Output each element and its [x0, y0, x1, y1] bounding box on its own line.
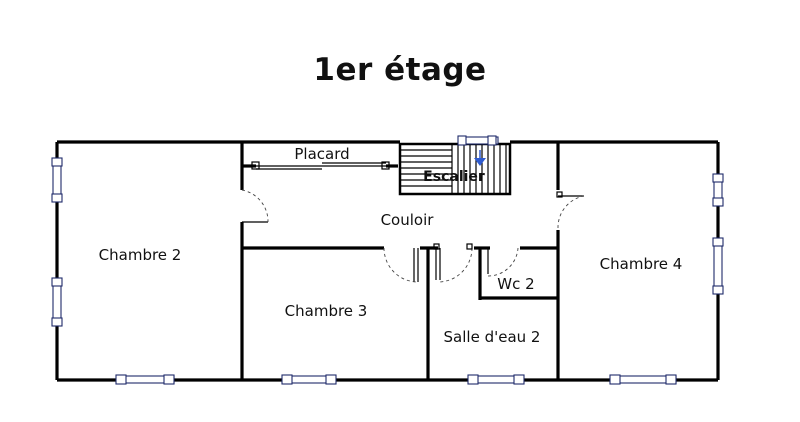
window-chambre3-bottom — [281, 374, 337, 385]
door-chambre4 — [556, 191, 585, 229]
room-label-chambre2: Chambre 2 — [99, 246, 182, 264]
room-label-salle-eau2: Salle d'eau 2 — [444, 328, 541, 346]
interior-walls — [240, 142, 560, 380]
door-wc — [466, 243, 519, 277]
door-salle-eau — [433, 243, 473, 283]
door-chambre2 — [241, 189, 269, 223]
window-chambre2-bottom — [115, 374, 175, 385]
window-chambre4-right-upper — [712, 173, 724, 207]
stair-arrow-icon — [474, 158, 486, 166]
room-label-couloir: Couloir — [381, 211, 435, 229]
window-salle-eau-bottom — [467, 374, 525, 385]
window-chambre4-right-lower — [712, 237, 724, 295]
floor-title: 1er étage — [313, 52, 487, 88]
room-label-wc2: Wc 2 — [497, 275, 534, 293]
placard-sliding-door — [251, 161, 390, 170]
room-label-chambre3: Chambre 3 — [285, 302, 368, 320]
room-label-placard: Placard — [294, 145, 349, 163]
window-chambre2-left-upper — [51, 157, 63, 203]
room-label-escalier: Escalier — [423, 169, 485, 185]
door-chambre3 — [383, 247, 419, 283]
staircase — [398, 142, 512, 196]
window-stair-top — [457, 135, 499, 146]
room-label-chambre4: Chambre 4 — [600, 255, 683, 273]
window-chambre2-left-lower — [51, 277, 63, 327]
window-chambre4-bottom — [609, 374, 677, 385]
